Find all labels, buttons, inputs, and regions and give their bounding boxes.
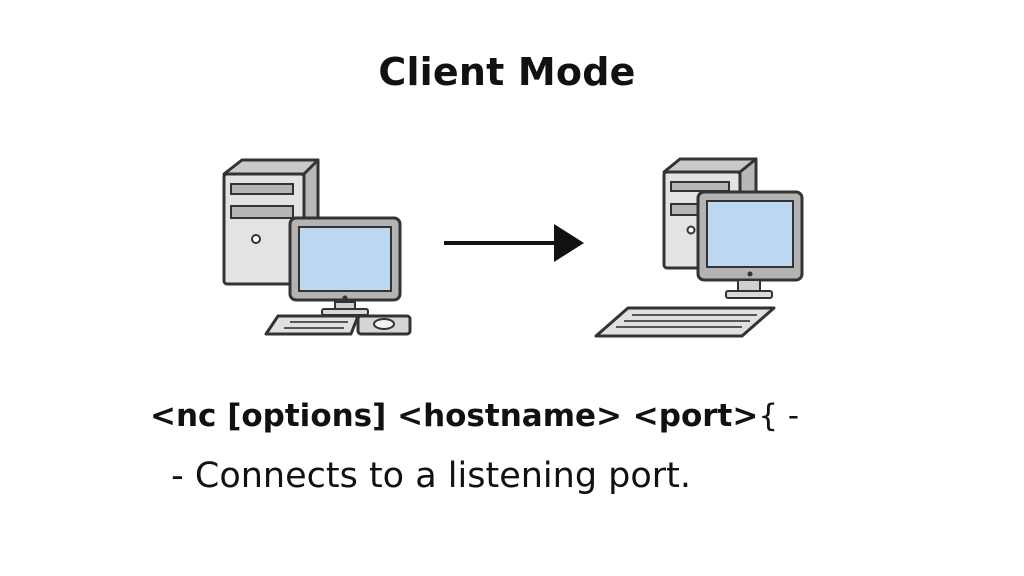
command-description: - Connects to a listening port. [160, 456, 692, 496]
diagram-title: Client Mode [378, 50, 636, 94]
connection-arrow-icon [444, 224, 584, 262]
command-suffix: { - [758, 398, 800, 434]
command-syntax-line: <nc [options] <hostname> <port>{ - [150, 398, 799, 434]
left-computer-icon [222, 158, 412, 336]
right-computer-icon [594, 157, 804, 338]
command-syntax: <nc [options] <hostname> <port> [150, 398, 759, 434]
